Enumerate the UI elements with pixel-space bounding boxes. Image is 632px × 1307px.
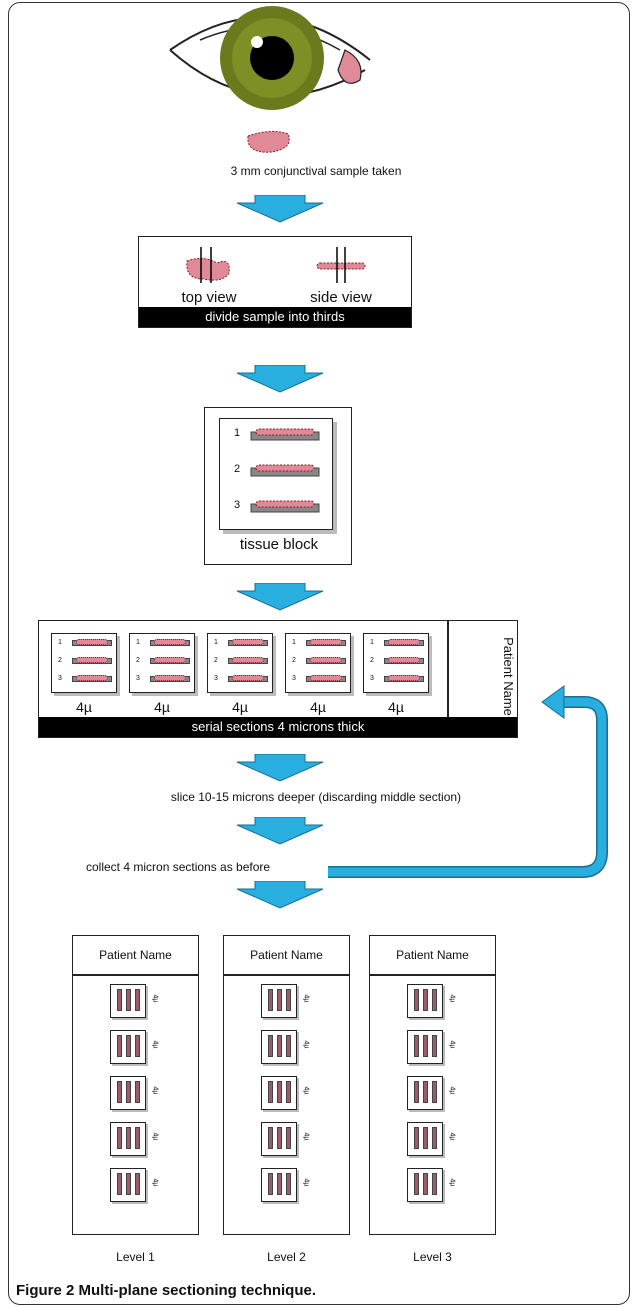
sample-taken-label: 3 mm conjunctival sample taken	[230, 164, 402, 178]
serial-sections-box: Patient Name serial sections 4 microns t…	[38, 620, 518, 738]
level-label: Level 2	[267, 1250, 306, 1264]
divide-caption-bar: divide sample into thirds	[139, 307, 411, 327]
tissue-strip-icon	[250, 500, 320, 513]
level-label: Level 3	[413, 1250, 452, 1264]
level-mini-slide: 4µ	[110, 1030, 158, 1064]
top-view-label: top view	[181, 289, 237, 306]
level-mini-slide: 4µ	[407, 1076, 455, 1110]
thickness-label: 4µ	[310, 699, 326, 715]
tissue-block-box: 1 2 3 tissue block	[204, 407, 352, 565]
down-arrow-icon	[236, 583, 324, 611]
level-label: Level 1	[116, 1250, 155, 1264]
patient-name-label: Patient Name	[396, 948, 469, 962]
row-label: 1	[234, 427, 241, 439]
row-label: 3	[234, 499, 241, 511]
eye-illustration	[169, 6, 371, 153]
tissue-strip-icon	[250, 428, 320, 441]
level-mini-slide: 4µ	[110, 984, 158, 1018]
level-mini-slide: 4µ	[110, 1122, 158, 1156]
down-arrow-icon	[236, 365, 324, 393]
down-arrow-icon	[236, 817, 324, 845]
thickness-label: 4µ	[154, 699, 170, 715]
serial-sections-caption-bar: serial sections 4 microns thick	[39, 717, 517, 737]
level-mini-slide: 4µ	[407, 1122, 455, 1156]
level-mini-slide: 4µ	[261, 1122, 309, 1156]
divider	[447, 621, 449, 719]
level-mini-slide: 4µ	[407, 1030, 455, 1064]
divide-sample-box: top view side view divide sample into th…	[138, 236, 412, 328]
level-mini-slide: 4µ	[407, 984, 455, 1018]
thickness-label: 4µ	[76, 699, 92, 715]
top-view-sample-icon	[186, 247, 230, 283]
down-arrow-icon	[236, 195, 324, 223]
patient-name-label: Patient Name	[250, 948, 323, 962]
level-mini-slide: 4µ	[110, 1168, 158, 1202]
down-arrow-icon	[236, 754, 324, 782]
level-mini-slide: 4µ	[110, 1076, 158, 1110]
level-mini-slide: 4µ	[407, 1168, 455, 1202]
return-arrow-icon	[328, 685, 608, 878]
collect-again-label: collect 4 micron sections as before	[86, 860, 271, 874]
down-arrow-icon	[236, 881, 324, 909]
tissue-block-label: tissue block	[239, 536, 319, 553]
tissue-cassette: 1 2 3	[219, 418, 333, 530]
patient-name-label: Patient Name	[99, 948, 172, 962]
level-mini-slide: 4µ	[261, 1030, 309, 1064]
figure-caption: Figure 2 Multi-plane sectioning techniqu…	[16, 1282, 317, 1299]
side-view-label: side view	[310, 289, 372, 306]
thickness-label: 4µ	[388, 699, 404, 715]
tissue-strip-icon	[250, 464, 320, 477]
level-mini-slide: 4µ	[261, 984, 309, 1018]
slice-deeper-label: slice 10-15 microns deeper (discarding m…	[170, 790, 462, 804]
row-label: 2	[234, 463, 241, 475]
level-mini-slide: 4µ	[261, 1168, 309, 1202]
level-mini-slide: 4µ	[261, 1076, 309, 1110]
figure-frame	[8, 2, 630, 1305]
side-view-sample-icon	[316, 247, 366, 283]
thickness-label: 4µ	[232, 699, 248, 715]
